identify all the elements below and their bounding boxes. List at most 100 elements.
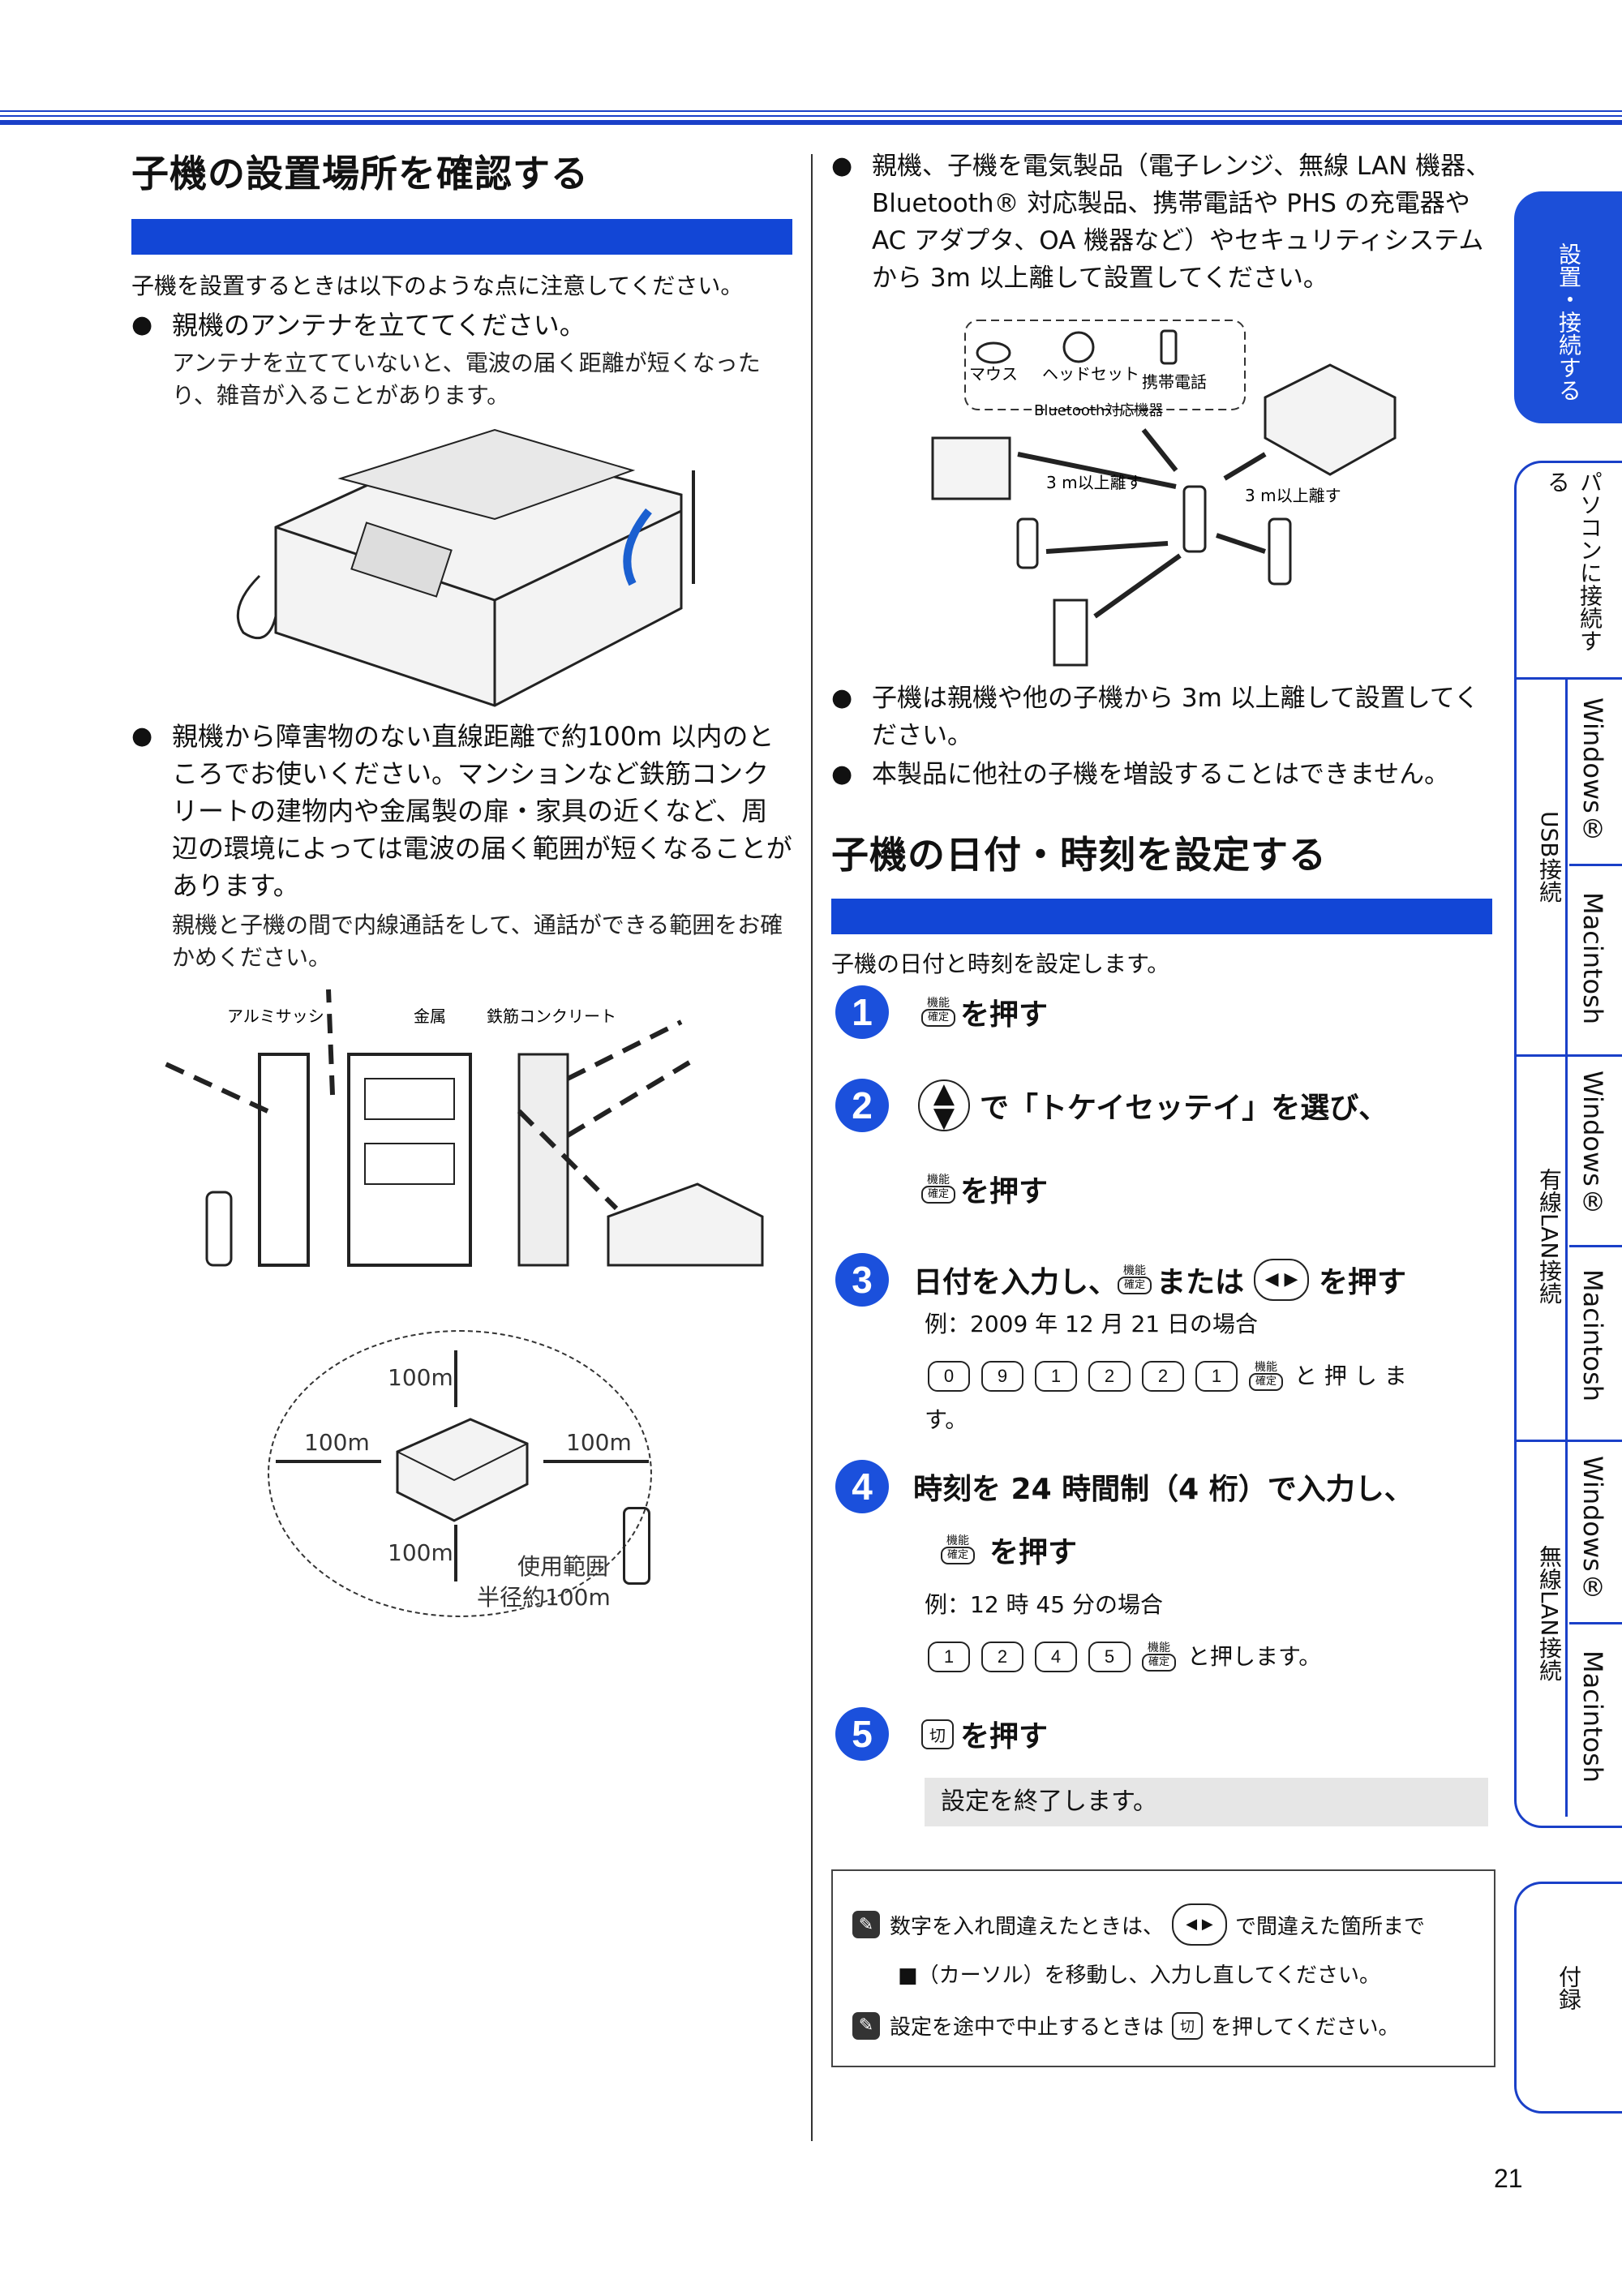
step-3-keys: 0 9 1 2 2 1 機能確定 と 押 し ま bbox=[928, 1359, 1407, 1393]
range-arrow-right bbox=[543, 1460, 649, 1463]
range-label-bottom: 100m bbox=[388, 1539, 453, 1566]
section2-header: 子機の日付・時刻を設定する 子機の日付と時刻を設定します。 bbox=[831, 826, 1492, 981]
range-arrow-down bbox=[454, 1525, 457, 1581]
step-4: 4 時刻を 24 時間制（4 桁）で入力し、 bbox=[835, 1460, 1414, 1513]
step-4-tail: と押します。 bbox=[1187, 1643, 1322, 1670]
note-1-continued: ■（カーソル）を移動し、入力し直してください。 bbox=[898, 1963, 1381, 1988]
digit-key-0: 0 bbox=[928, 1361, 970, 1392]
tab-inner-line bbox=[1565, 677, 1568, 1817]
tab-divider bbox=[1569, 864, 1622, 866]
digit-key-5: 5 bbox=[1088, 1642, 1131, 1672]
step-text: を押す bbox=[960, 1175, 1049, 1208]
step-3: 3 日付を入力し、 機能確定 または ◀ ▶ を押す bbox=[835, 1253, 1406, 1307]
left-column-2: 親機から障害物のない直線距離で約100m 以内のところでお使いください。マンショ… bbox=[131, 718, 792, 974]
step-text: 時刻を 24 時間制（4 桁）で入力し、 bbox=[913, 1473, 1414, 1506]
range-ellipse bbox=[268, 1330, 652, 1617]
tab-wired-label: 有線LAN接続 bbox=[1536, 1168, 1563, 1305]
step-4-keys: 1 2 4 5 機能確定 と押します。 bbox=[928, 1640, 1321, 1674]
step-number: 3 bbox=[835, 1253, 889, 1307]
step-number: 1 bbox=[835, 985, 889, 1039]
tab-divider bbox=[1569, 1622, 1622, 1624]
right-column: 親機、子機を電気製品（電子レンジ、無線 LAN 機器、Bluetooth® 対応… bbox=[831, 148, 1492, 297]
diagram-label-mouse: マウス bbox=[969, 364, 1018, 384]
title-bar bbox=[131, 219, 792, 255]
handset-icon bbox=[623, 1507, 650, 1585]
function-key-icon: 機能確定 bbox=[1142, 1642, 1177, 1672]
bullet-distance-note: 親機と子機の間で内線通話をして、通話ができる範囲をお確かめください。 bbox=[172, 912, 783, 971]
fax-machine-small bbox=[396, 1418, 529, 1522]
dpad-updown-icon: ▲▼ bbox=[918, 1079, 970, 1131]
function-key-icon: 機能確定 bbox=[941, 1535, 976, 1564]
step-text: で「トケイセッテイ」を選び、 bbox=[980, 1092, 1388, 1125]
note-1-text-b: で間違えた箇所まで bbox=[1235, 1914, 1426, 1939]
right-column-bullets: 子機は親機や他の子機から 3m 以上離して設置してください。 本製品に他社の子機… bbox=[831, 680, 1492, 793]
range-arrow-up bbox=[454, 1350, 457, 1407]
step-2-continued: 機能確定 を押す bbox=[921, 1168, 1048, 1210]
note-2-text-b: を押してください。 bbox=[1211, 2015, 1400, 2040]
step-number: 2 bbox=[835, 1079, 889, 1132]
step-3-example: 例：2009 年 12 月 21 日の場合 bbox=[925, 1311, 1259, 1337]
digit-key-4: 4 bbox=[1035, 1642, 1077, 1672]
pen-icon: ✎ bbox=[852, 2011, 880, 2040]
range-label-use: 使用範囲 bbox=[517, 1553, 609, 1580]
diagram-label-headset: ヘッドセット bbox=[1042, 364, 1139, 384]
tab-wireless-windows[interactable]: Windows® bbox=[1577, 1456, 1608, 1603]
step-text: を押す bbox=[989, 1536, 1078, 1569]
tab-wireless-label: 無線LAN接続 bbox=[1536, 1545, 1563, 1682]
range-arrow-left bbox=[276, 1460, 381, 1463]
obstacle-label-concrete: 鉄筋コンクリート bbox=[487, 1006, 616, 1026]
fax-machine-illustration bbox=[236, 428, 695, 707]
digit-key-2: 2 bbox=[981, 1642, 1023, 1672]
tab-setup-label: 設置・接続する bbox=[1555, 242, 1582, 401]
bullet-no-other-handset: 本製品に他社の子機を増設することはできません。 bbox=[831, 756, 1492, 793]
left-column: 子機の設置場所を確認する 子機を設置するときは以下のような点に注意してください。… bbox=[131, 144, 792, 412]
tab-usb-mac[interactable]: Macintosh bbox=[1577, 892, 1608, 1025]
tab-wired-windows[interactable]: Windows® bbox=[1577, 1071, 1608, 1217]
diagram-label-bt: Bluetooth対応機器 bbox=[1034, 402, 1163, 419]
tab-appendix[interactable]: 付録 bbox=[1514, 1882, 1622, 2114]
dpad-leftright-icon: ◀ ▶ bbox=[1172, 1903, 1228, 1946]
section-title: 子機の設置場所を確認する bbox=[131, 152, 589, 195]
digit-key-2b: 2 bbox=[1142, 1361, 1184, 1392]
step-text-press: を押す bbox=[1319, 1266, 1407, 1299]
tab-setup[interactable]: 設置・接続する bbox=[1514, 191, 1622, 423]
digit-key-1b: 1 bbox=[1195, 1361, 1238, 1392]
off-key-icon: 切 bbox=[921, 1719, 954, 1749]
tab-wired-mac[interactable]: Macintosh bbox=[1577, 1269, 1608, 1402]
tab-usb-windows[interactable]: Windows® bbox=[1577, 697, 1608, 844]
top-rule bbox=[0, 110, 1622, 112]
top-rule bbox=[0, 115, 1622, 117]
tab-divider bbox=[1517, 1440, 1622, 1442]
section2-intro: 子機の日付と時刻を設定します。 bbox=[831, 951, 1170, 977]
diagram-label-dist2: 3 m以上離す bbox=[1245, 486, 1341, 505]
obstacle-illustration: アルミサッシ 金属 鉄筋コンクリート bbox=[161, 989, 764, 1267]
tab-usb-label: USB接続 bbox=[1536, 811, 1563, 903]
diagram-label-dist1: 3 m以上離す bbox=[1046, 473, 1143, 492]
dpad-leftright-icon: ◀ ▶ bbox=[1254, 1259, 1310, 1301]
note-2: ✎ 設定を途中で中止するときは 切 を押してください。 bbox=[852, 2011, 1399, 2041]
off-key-icon: 切 bbox=[1172, 2011, 1204, 2040]
function-key-icon: 機能確定 bbox=[1249, 1362, 1284, 1391]
step-4-continued: 機能確定 を押す bbox=[941, 1529, 1077, 1571]
range-label-radius: 半径約100m bbox=[477, 1584, 611, 1611]
section2-title-bar bbox=[831, 899, 1492, 934]
step-text-or: または bbox=[1156, 1266, 1245, 1299]
pen-icon: ✎ bbox=[852, 1911, 880, 1938]
bullet-interference: 親機、子機を電気製品（電子レンジ、無線 LAN 機器、Bluetooth® 対応… bbox=[831, 148, 1492, 297]
page-number: 21 bbox=[1494, 2164, 1523, 2193]
tab-appendix-label: 付録 bbox=[1555, 1965, 1582, 2011]
tab-wireless-mac[interactable]: Macintosh bbox=[1577, 1650, 1608, 1783]
diagram-label-phone: 携帯電話 bbox=[1142, 372, 1207, 392]
tab-divider bbox=[1569, 1245, 1622, 1247]
digit-key-1: 1 bbox=[928, 1642, 970, 1672]
note-2-text: 設定を途中で中止するときは bbox=[890, 2015, 1165, 2040]
interference-diagram: マウス ヘッドセット 携帯電話 Bluetooth対応機器 3 m以上離す 3 … bbox=[931, 320, 1397, 667]
tab-divider bbox=[1517, 677, 1622, 680]
step-1: 1 機能確定 を押す bbox=[835, 985, 1048, 1039]
note-1-text: 数字を入れ間違えたときは、 bbox=[890, 1914, 1165, 1939]
step-text: 日付を入力し、 bbox=[913, 1266, 1118, 1299]
function-key-icon: 機能確定 bbox=[921, 1174, 956, 1204]
range-label-top: 100m bbox=[388, 1364, 453, 1391]
digit-key-9: 9 bbox=[981, 1361, 1023, 1392]
step-number: 5 bbox=[835, 1707, 889, 1761]
